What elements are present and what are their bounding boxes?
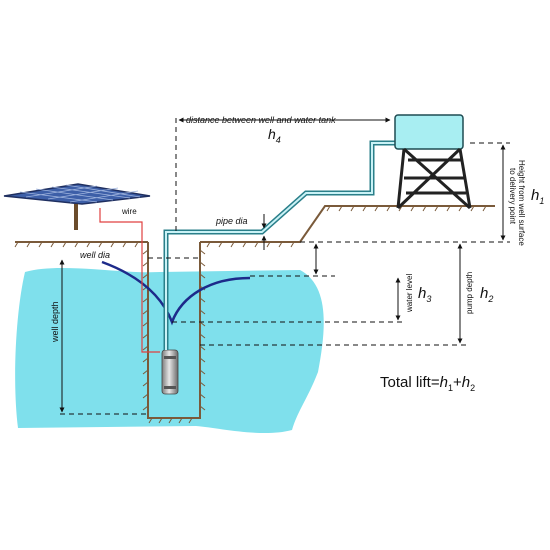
h2-label: h2 xyxy=(480,285,493,304)
h4-label: h4 xyxy=(268,126,281,145)
well-depth-label: well depth xyxy=(50,301,60,343)
solar-panel xyxy=(3,183,151,230)
dimension-arrows xyxy=(59,117,506,413)
height-label-line2: to delivery point xyxy=(508,168,517,225)
h3-label: h3 xyxy=(418,285,431,304)
wire-line xyxy=(99,208,160,353)
h1-label: h1 xyxy=(531,187,544,206)
ground-surface xyxy=(15,205,495,243)
well-shaft xyxy=(147,242,201,419)
pipe-dia-label: pipe dia xyxy=(215,216,248,226)
reference-lines xyxy=(60,118,510,415)
well-dia-label: well dia xyxy=(80,250,110,260)
water-level-label: water level xyxy=(405,274,414,313)
well-shaft-hatch xyxy=(142,249,206,424)
pump-depth-label: pump depth xyxy=(465,272,474,314)
water-tank xyxy=(394,114,472,210)
ground-hatch xyxy=(14,205,487,248)
height-label-line1: Height from well surface xyxy=(517,160,526,246)
submersible-pump xyxy=(161,349,179,395)
total-lift-formula: Total lift=h1+h2 xyxy=(380,374,475,393)
wire-label: wire xyxy=(121,207,137,216)
distance-label: distance between well and water tank xyxy=(186,115,336,125)
